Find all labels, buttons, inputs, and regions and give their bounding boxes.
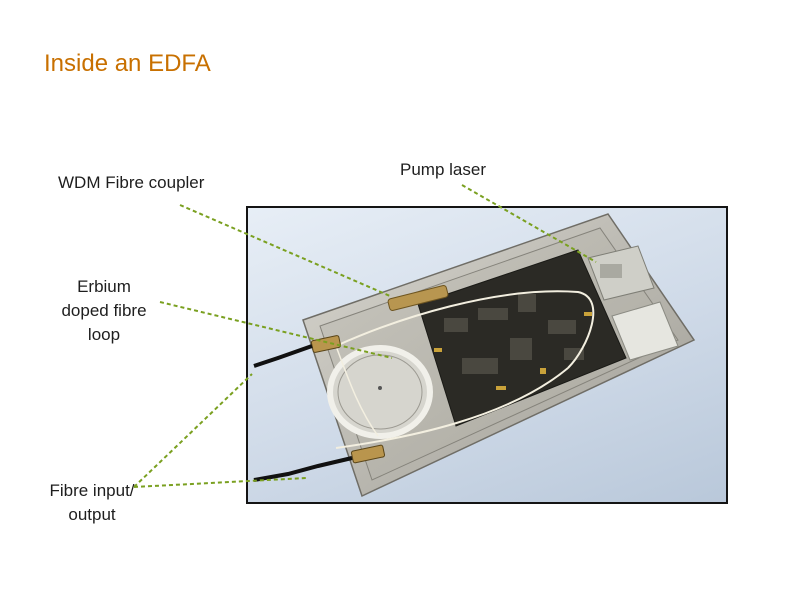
control-pcb (611, 301, 679, 361)
label-fibre-io-line-1: Fibre input/ (49, 481, 135, 500)
page-title: Inside an EDFA (44, 50, 211, 77)
erbium-fibre-loop (327, 345, 433, 439)
label-erbium-loop-line-3: loop (87, 325, 121, 344)
edfa-device-illustration (253, 213, 696, 498)
pigtail-upper (253, 344, 313, 368)
label-erbium-loop: Erbium doped fibre loop (42, 275, 166, 347)
label-pump-laser: Pump laser (400, 160, 486, 179)
label-fibre-io: Fibre input/ output (38, 479, 146, 527)
board-traces (434, 312, 592, 390)
label-fibre-io-line-2: output (68, 505, 116, 524)
leader-line-fibre-a (133, 373, 253, 488)
edfa-photo (246, 206, 728, 504)
label-erbium-loop-line-2: doped fibre (61, 301, 147, 320)
label-wdm-coupler: WDM Fibre coupler (58, 173, 205, 192)
pigtail-lower (253, 456, 353, 482)
board-components (444, 294, 584, 374)
label-erbium-loop-line-1: Erbium (77, 277, 131, 296)
connector-lower (350, 444, 386, 464)
